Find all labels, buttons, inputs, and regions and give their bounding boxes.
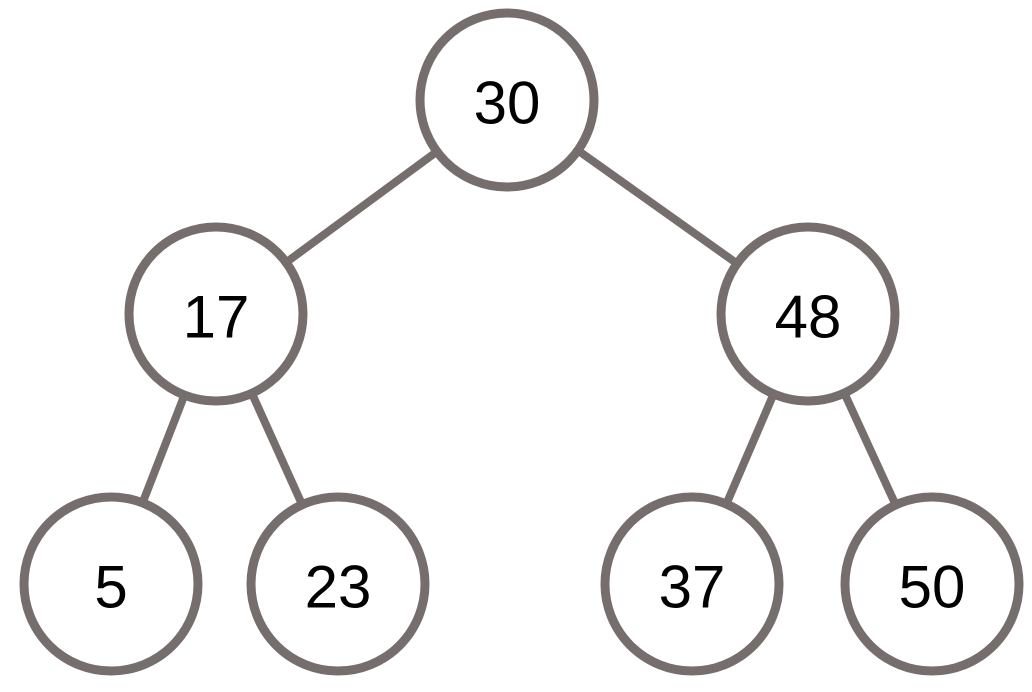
tree-node-17: 17 — [124, 222, 308, 406]
node-label-17: 17 — [183, 284, 250, 351]
node-circle-17 — [124, 222, 308, 406]
node-circle-30 — [415, 8, 599, 192]
tree-node-37: 37 — [600, 492, 784, 676]
node-circle-5 — [19, 492, 203, 676]
node-circle-48 — [716, 222, 900, 406]
tree-node-23: 23 — [246, 492, 430, 676]
tree-node-30: 30 — [415, 8, 599, 192]
node-label-30: 30 — [474, 70, 541, 137]
node-circle-23 — [246, 492, 430, 676]
node-label-23: 23 — [305, 554, 372, 621]
node-label-50: 50 — [899, 554, 966, 621]
node-circle-37 — [600, 492, 784, 676]
tree-node-50: 50 — [840, 492, 1024, 676]
node-circle-50 — [840, 492, 1024, 676]
node-label-48: 48 — [775, 284, 842, 351]
node-label-37: 37 — [659, 554, 726, 621]
tree-node-5: 5 — [19, 492, 203, 676]
tree-node-48: 48 — [716, 222, 900, 406]
node-label-5: 5 — [94, 554, 127, 621]
